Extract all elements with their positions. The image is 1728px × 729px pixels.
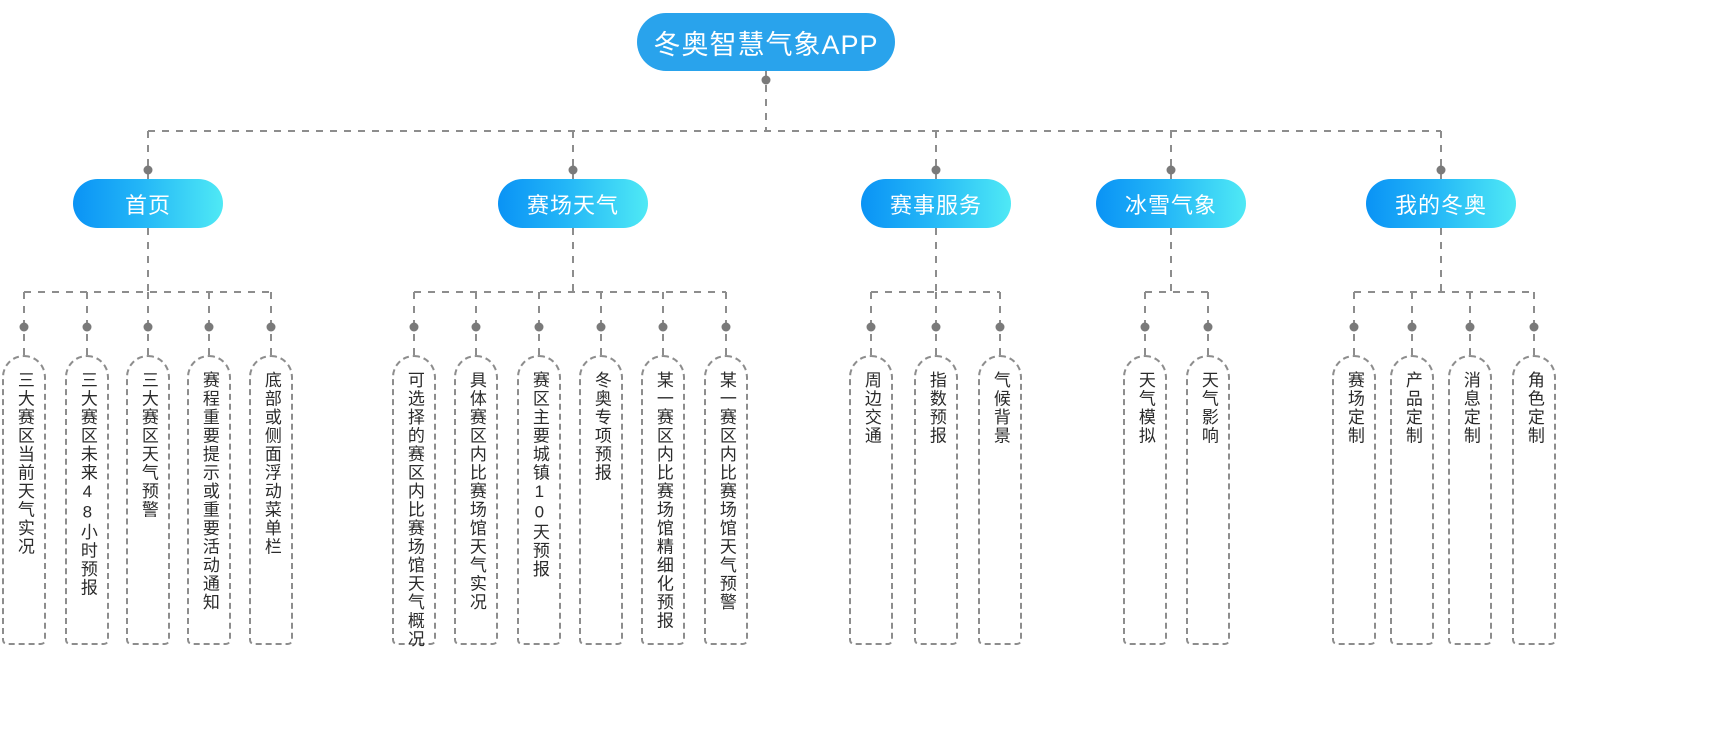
leaf-node[interactable]: 天气影响 [1186, 355, 1230, 645]
leaf-node-label: 指数预报 [926, 371, 946, 445]
leaf-node-label: 角色定制 [1524, 371, 1544, 445]
leaf-node[interactable]: 可选择的赛区内比赛场馆天气概况 [392, 355, 436, 649]
leaf-node-label: 冬奥专项预报 [591, 371, 611, 482]
leaf-node-label: 赛场定制 [1344, 371, 1364, 445]
leaf-node[interactable]: 某一赛区内比赛场馆精细化预报 [641, 355, 685, 645]
leaf-node[interactable]: 天气模拟 [1123, 355, 1167, 645]
leaf-node-label: 具体赛区内比赛场馆天气实况 [466, 371, 486, 612]
leaf-node[interactable]: 角色定制 [1512, 355, 1556, 645]
leaf-node[interactable]: 三大赛区天气预警 [126, 355, 170, 645]
leaf-node[interactable]: 赛程重要提示或重要活动通知 [187, 355, 231, 645]
leaf-node[interactable]: 周边交通 [849, 355, 893, 645]
leaf-node[interactable]: 具体赛区内比赛场馆天气实况 [454, 355, 498, 645]
leaf-node[interactable]: 冬奥专项预报 [579, 355, 623, 645]
leaf-node[interactable]: 气候背景 [978, 355, 1022, 645]
leaf-node-label: 气候背景 [990, 371, 1010, 445]
leaf-node-label: 三大赛区未来48小时预报 [77, 371, 97, 597]
leaf-node-label: 某一赛区内比赛场馆精细化预报 [653, 371, 673, 630]
leaf-node[interactable]: 赛场定制 [1332, 355, 1376, 645]
leaf-node-label: 可选择的赛区内比赛场馆天气概况 [404, 371, 424, 649]
branch-node-3[interactable]: 赛事服务 [861, 179, 1011, 228]
branch-node-1[interactable]: 首页 [73, 179, 223, 228]
leaf-node-label: 三大赛区当前天气实况 [14, 371, 34, 556]
branch-node-2[interactable]: 赛场天气 [498, 179, 648, 228]
leaf-node[interactable]: 三大赛区当前天气实况 [2, 355, 46, 645]
leaf-node[interactable]: 某一赛区内比赛场馆天气预警 [704, 355, 748, 645]
leaf-node-label: 赛程重要提示或重要活动通知 [199, 371, 219, 612]
leaf-node-label: 天气影响 [1198, 371, 1218, 445]
leaf-node[interactable]: 底部或侧面浮动菜单栏 [249, 355, 293, 645]
leaf-node-label: 周边交通 [861, 371, 881, 445]
leaf-node-label: 天气模拟 [1135, 371, 1155, 445]
leaf-node-label: 某一赛区内比赛场馆天气预警 [716, 371, 736, 612]
leaf-node[interactable]: 赛区主要城镇10天预报 [517, 355, 561, 645]
branch-node-5[interactable]: 我的冬奥 [1366, 179, 1516, 228]
leaf-node-label: 底部或侧面浮动菜单栏 [261, 371, 281, 556]
leaf-node[interactable]: 消息定制 [1448, 355, 1492, 645]
leaf-node-label: 产品定制 [1402, 371, 1422, 445]
leaf-node[interactable]: 产品定制 [1390, 355, 1434, 645]
root-node-app-title[interactable]: 冬奥智慧气象APP [637, 13, 895, 71]
leaf-node[interactable]: 三大赛区未来48小时预报 [65, 355, 109, 645]
leaf-node-label: 三大赛区天气预警 [138, 371, 158, 519]
leaf-node[interactable]: 指数预报 [914, 355, 958, 645]
leaf-node-label: 赛区主要城镇10天预报 [529, 371, 549, 579]
leaf-node-label: 消息定制 [1460, 371, 1480, 445]
branch-node-4[interactable]: 冰雪气象 [1096, 179, 1246, 228]
